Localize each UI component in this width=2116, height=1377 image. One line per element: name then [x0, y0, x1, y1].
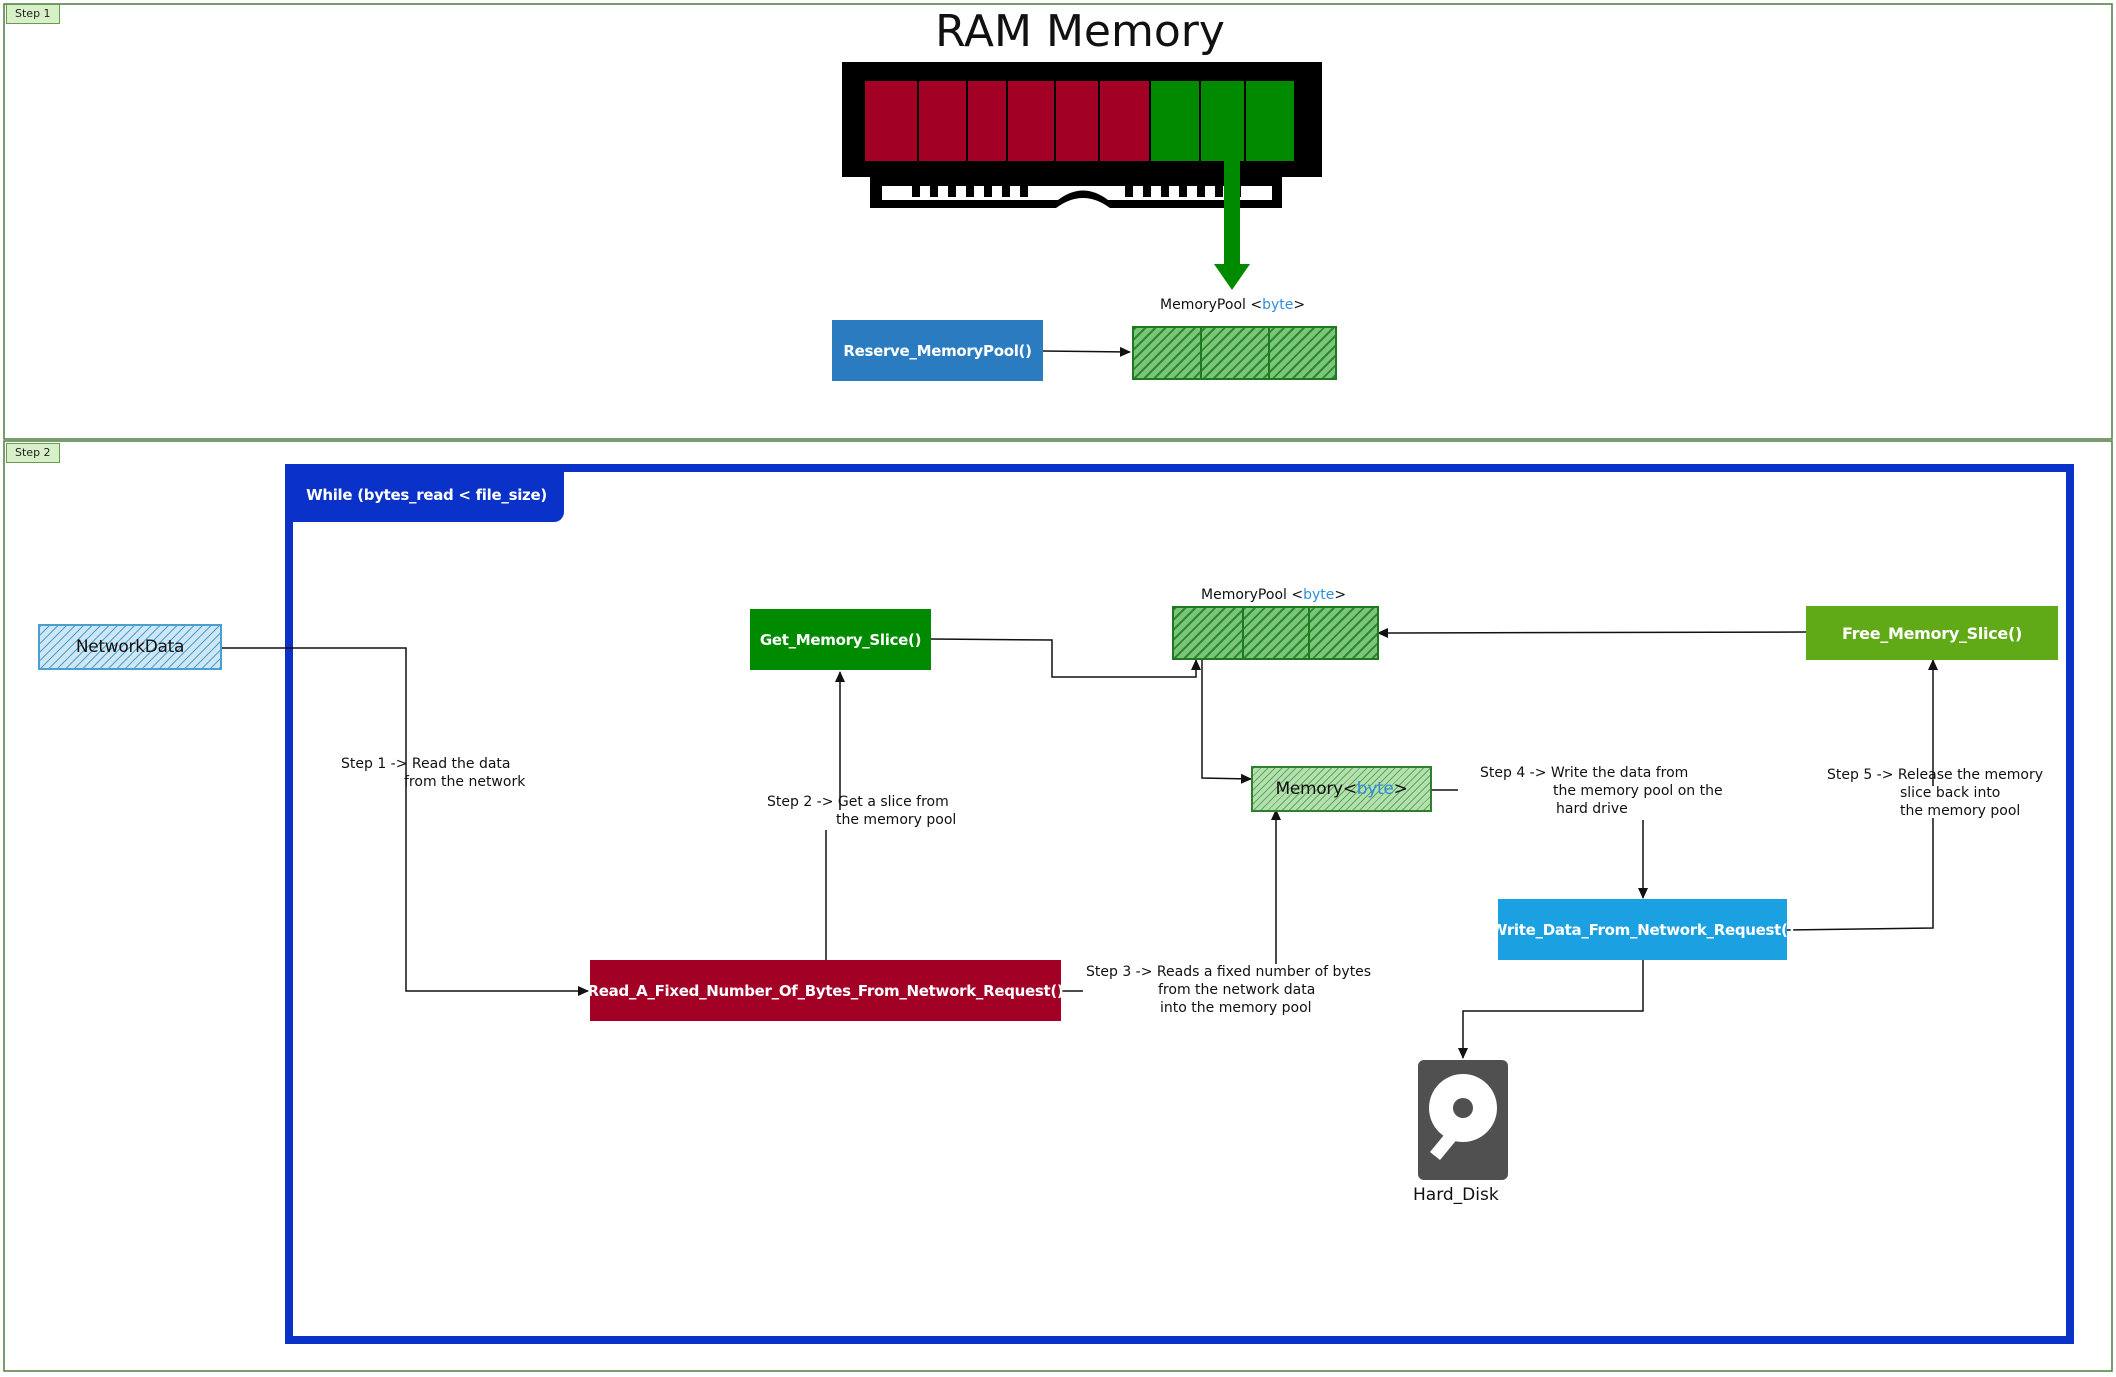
- step1-frame-tag: Step 1: [6, 4, 60, 24]
- step2-memorypool-block[interactable]: [1172, 606, 1379, 660]
- loop-condition-label: While (bytes_read < file_size): [289, 468, 564, 522]
- step4-label-line3: hard drive: [1556, 801, 1628, 817]
- edge-write-to-free: [1786, 660, 1933, 931]
- step2-label-line1: Step 2 -> Get a slice from: [767, 794, 949, 810]
- edge-pool-to-memory: [1201, 660, 1252, 784]
- step5-label-line1: Step 5 -> Release the memory: [1827, 767, 2043, 783]
- write-data-button[interactable]: Write_Data_From_Network_Request(): [1491, 899, 1794, 960]
- ram-stick-graphic: [842, 62, 1322, 208]
- step5-label-line2: slice back into: [1900, 785, 2001, 801]
- step1-pool-label: MemoryPool <byte>: [1160, 297, 1306, 313]
- edge-read-to-get: [825, 672, 840, 960]
- step5-label-line3: the memory pool: [1900, 803, 2021, 819]
- edge-write-to-disk: [1458, 960, 1644, 1059]
- step2-label-line2: the memory pool: [836, 812, 957, 828]
- memory-slice-node[interactable]: Memory<byte>: [1251, 766, 1432, 812]
- edge-memory-to-write: [1432, 789, 1643, 898]
- step1-label-line1: Step 1 -> Read the data: [341, 756, 511, 772]
- step3-label-line2: from the network data: [1158, 982, 1316, 998]
- step1-frame: [3, 3, 2113, 440]
- edge-get-to-pool: [930, 638, 1201, 678]
- hard-disk-icon: [1418, 1060, 1508, 1180]
- allocate-arrow: [1214, 161, 1250, 290]
- step2-pool-label: MemoryPool <byte>: [1201, 587, 1347, 603]
- edge-reserve-to-pool: [1042, 346, 1131, 357]
- network-data-node[interactable]: NetworkData: [38, 624, 222, 670]
- step3-label-line3: into the memory pool: [1160, 1000, 1312, 1016]
- step4-label-line2: the memory pool on the: [1553, 783, 1723, 799]
- edge-free-to-pool: [1377, 627, 1807, 638]
- edge-network-to-read: [222, 647, 589, 996]
- free-memory-slice-button[interactable]: Free_Memory_Slice(): [1806, 606, 2058, 660]
- step1-memorypool-block[interactable]: [1132, 326, 1337, 380]
- read-fixed-bytes-button[interactable]: Read_A_Fixed_Number_Of_Bytes_From_Networ…: [588, 960, 1064, 1021]
- ram-title: RAM Memory: [935, 6, 1225, 57]
- step2-frame-tag: Step 2: [6, 443, 60, 463]
- get-memory-slice-button[interactable]: Get_Memory_Slice(): [750, 609, 931, 670]
- step2-frame: [3, 440, 2113, 1372]
- edge-read-to-memory: [1062, 810, 1276, 992]
- step1-label-line2: from the network: [404, 774, 526, 790]
- loop-frame: [285, 464, 2074, 1344]
- step4-label-line1: Step 4 -> Write the data from: [1480, 765, 1689, 781]
- reserve-memorypool-button[interactable]: Reserve_MemoryPool(): [832, 320, 1043, 381]
- hard-disk-label: Hard_Disk: [1413, 1185, 1499, 1205]
- step3-label-line1: Step 3 -> Reads a fixed number of bytes: [1086, 964, 1372, 980]
